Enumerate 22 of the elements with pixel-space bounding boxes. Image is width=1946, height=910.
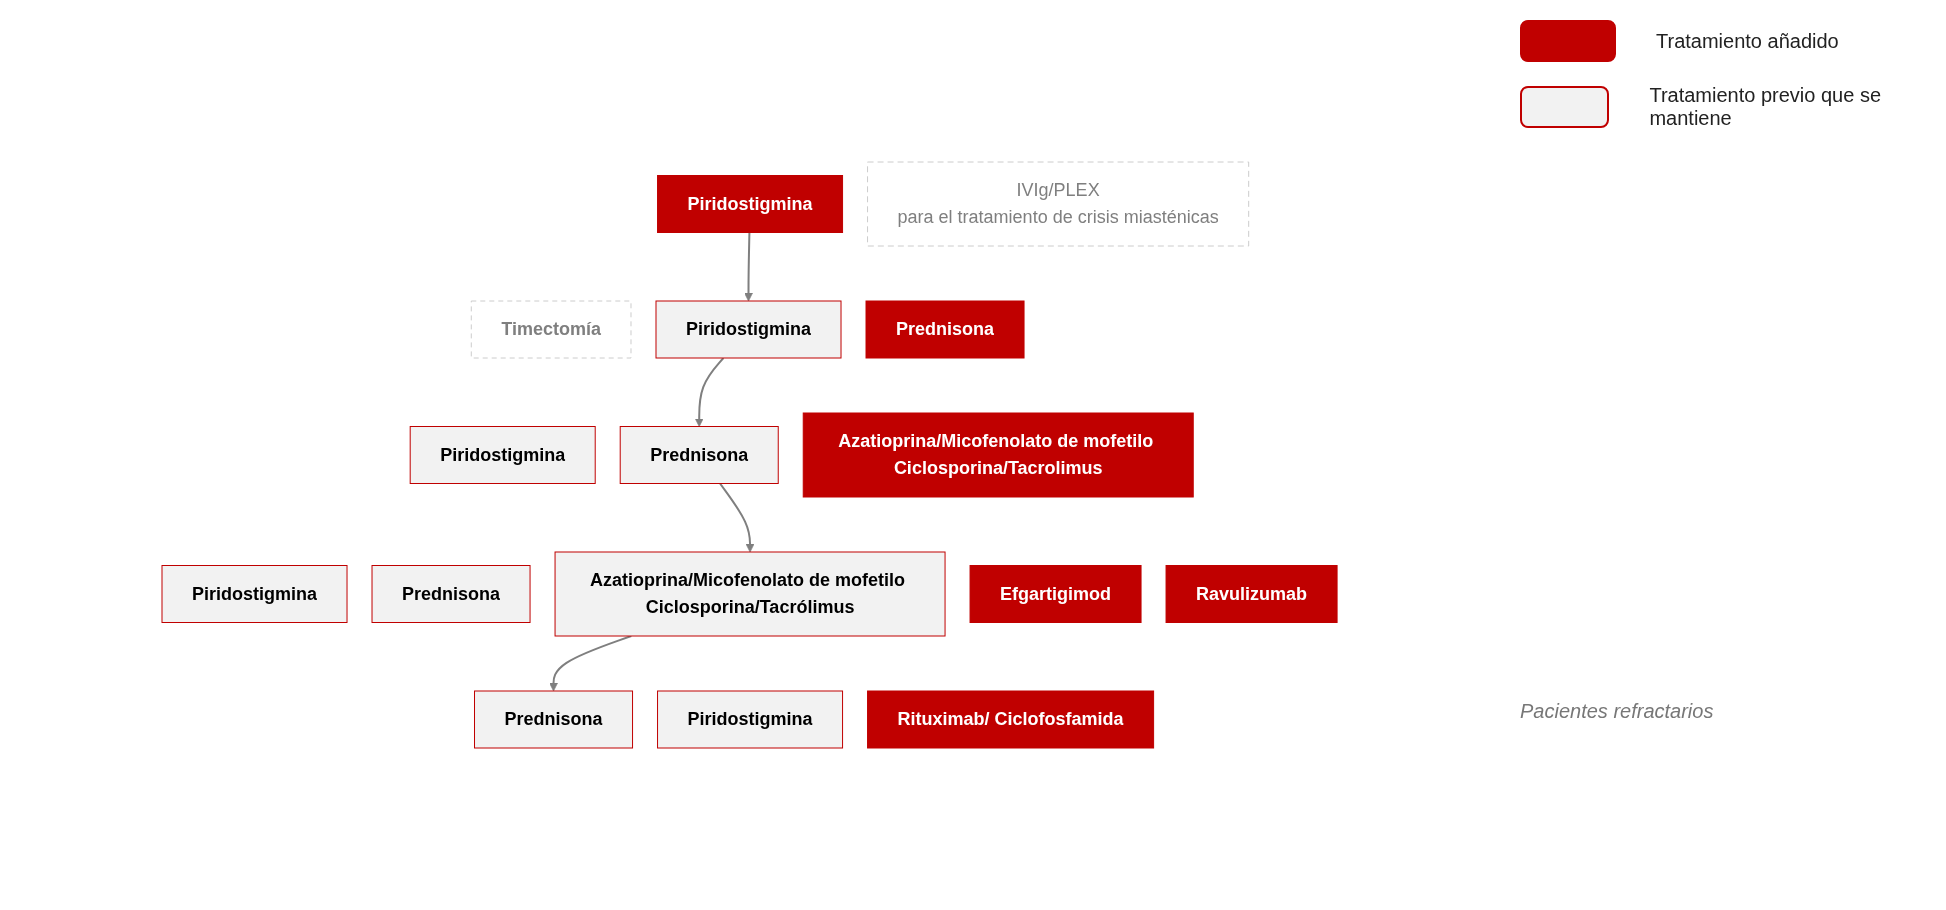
node-box: Azatioprina/Micofenolato de mofetilo Ciclosporina/Tacrólimus <box>555 551 946 637</box>
node-box: Prednisona <box>474 690 634 749</box>
node-box: Azatioprina/Micofenolato de mofetilo Ciclosporina/Tacrolimus <box>803 412 1195 498</box>
node-box: Piridostigmina <box>655 300 842 359</box>
node-box: Piridostigmina <box>410 426 597 484</box>
node-box: Rituximab/ Ciclofosfamida <box>867 690 1155 749</box>
legend-label: Tratamiento previo que se mantiene <box>1649 84 1883 130</box>
arrow <box>744 231 754 302</box>
arrow <box>719 482 755 553</box>
node-box: Prednisona <box>865 300 1025 359</box>
node-box: Piridostigmina <box>657 175 844 233</box>
node-box: Ravulizumab <box>1166 565 1339 623</box>
note-text: Pacientes refractarios <box>1520 700 1714 723</box>
node-box: Timectomía <box>471 300 632 359</box>
node-box: IVIg/PLEX para el tratamiento de crisis miasténicas <box>867 161 1250 247</box>
node-box: Efgartigimod <box>970 565 1142 623</box>
arrow <box>695 357 725 427</box>
node-box: Piridostigmina <box>161 565 348 623</box>
node-box: Piridostigmina <box>657 690 844 749</box>
legend-label: Tratamiento añadido <box>1656 29 1839 53</box>
node-box: Prednisona <box>371 565 531 623</box>
node-box: Prednisona <box>620 426 780 484</box>
